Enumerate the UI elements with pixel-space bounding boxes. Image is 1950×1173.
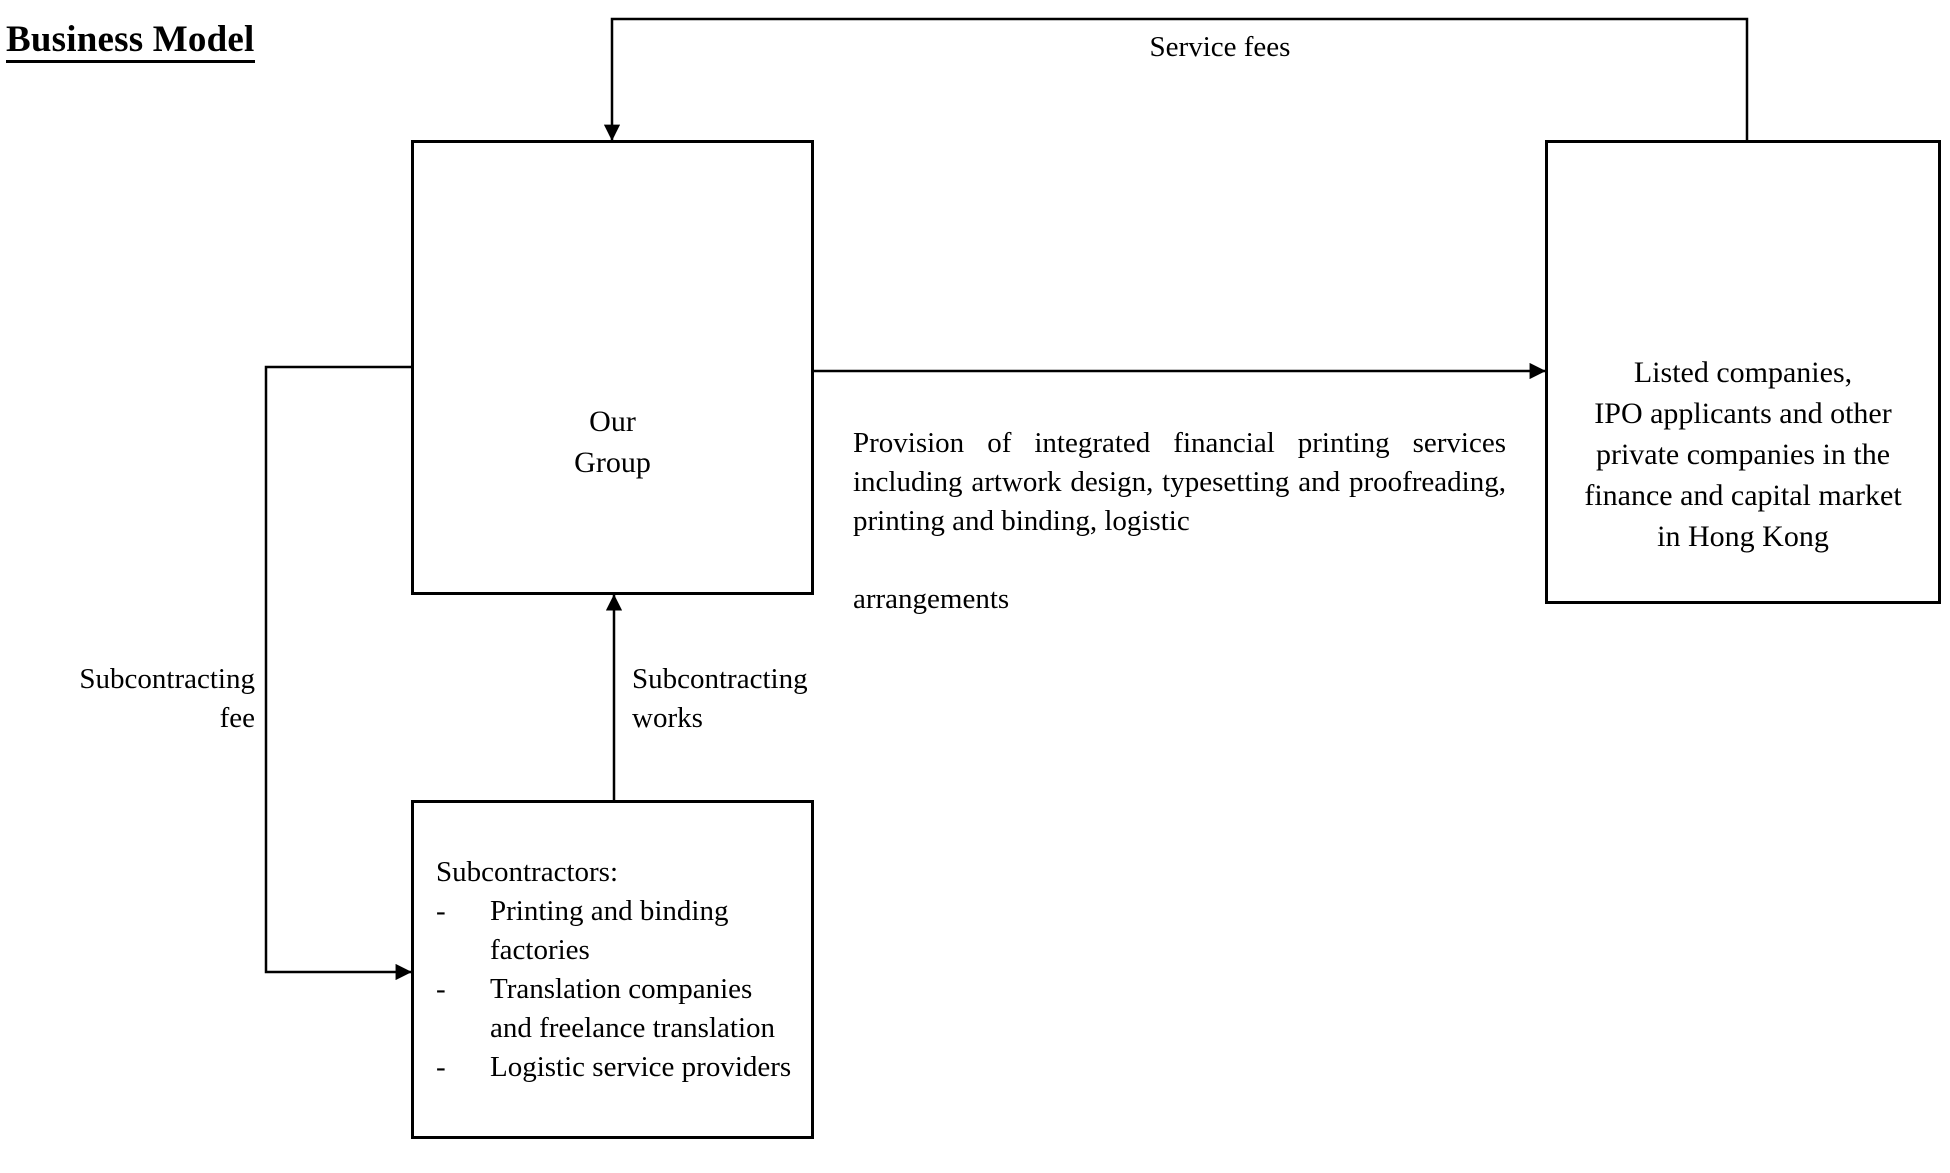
node-our-group-label: Our Group (574, 405, 651, 479)
bullet-marker-icon: - (436, 973, 446, 1005)
node-our-group: Our Group (411, 140, 814, 595)
edge-label-services-provided: Provision of integrated financial printi… (853, 385, 1506, 658)
edge-label-services-provided-tail: arrangements (853, 583, 1010, 615)
node-clients: Listed companies, IPO applicants and oth… (1545, 140, 1941, 604)
list-item: - Printing and binding factories (436, 892, 801, 970)
edge-label-services-provided-body: Provision of integrated financial printi… (853, 427, 1506, 537)
edge-label-subcontracting-fee: Subcontracting fee (79, 663, 255, 734)
edge-subcontracting-fee-arrow (264, 365, 412, 981)
subcontractors-list: - Printing and binding factories - Trans… (436, 892, 801, 1087)
edge-label-service-fees: Service fees (1149, 31, 1291, 63)
list-item-label: Printing and binding factories (490, 895, 729, 966)
bullet-marker-icon: - (436, 895, 446, 927)
bullet-marker-icon: - (436, 1051, 446, 1083)
list-item-label: Logistic service providers (490, 1051, 792, 1083)
subcontractors-content: Subcontractors: - Printing and binding f… (436, 853, 801, 1087)
list-item: - Translation companies and freelance tr… (436, 970, 801, 1048)
list-item-label: Translation companies and freelance tran… (490, 973, 776, 1044)
node-subcontractors: Subcontractors: - Printing and binding f… (411, 800, 814, 1139)
edge-label-subcontracting-works: Subcontracting works (632, 663, 808, 734)
list-item: - Logistic service providers (436, 1048, 801, 1087)
subcontractors-heading: Subcontractors: (436, 856, 619, 888)
page-title: Business Model (6, 21, 255, 63)
node-clients-label: Listed companies, IPO applicants and oth… (1584, 356, 1902, 553)
